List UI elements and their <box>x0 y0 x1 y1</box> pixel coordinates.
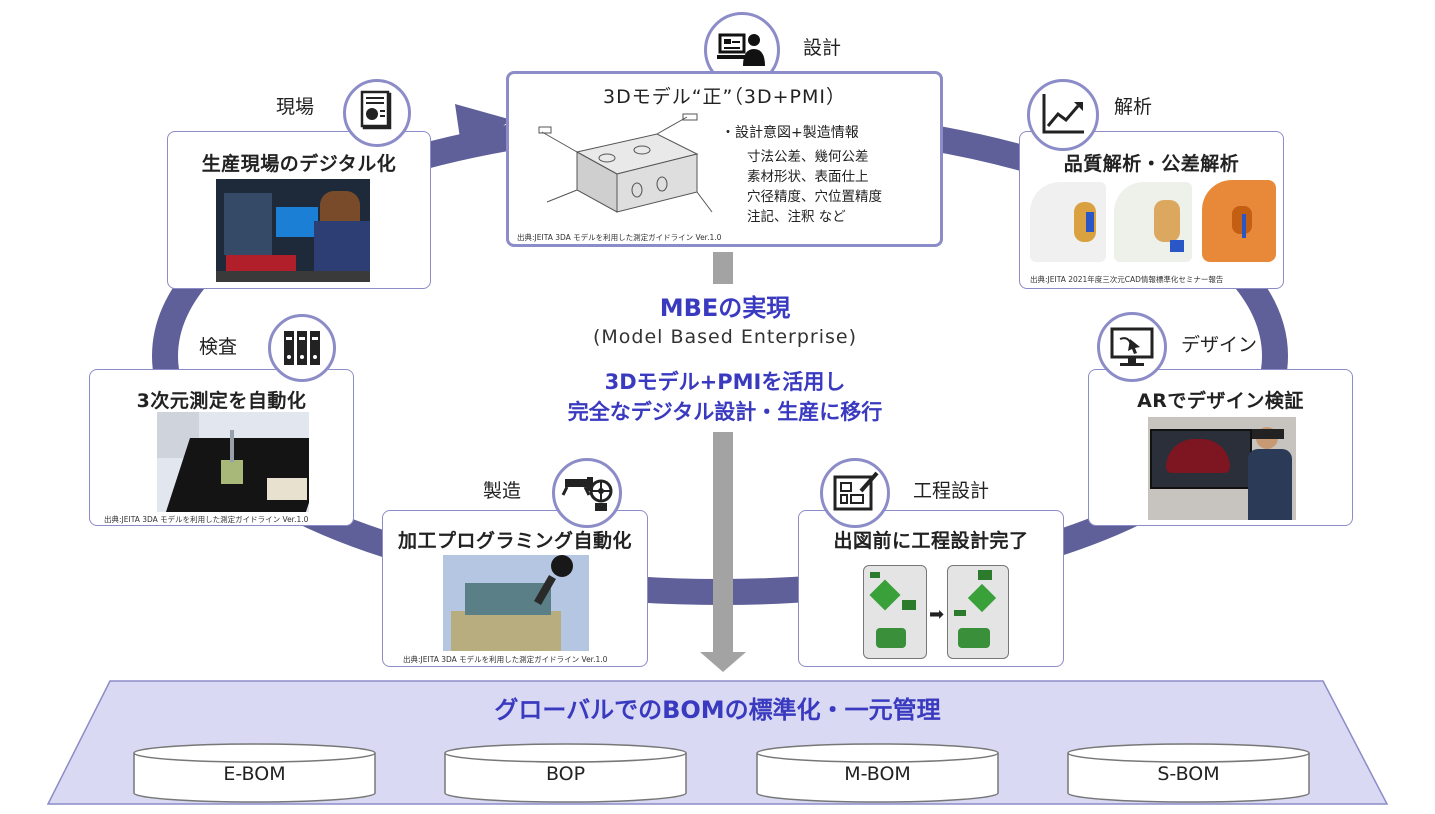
bom-title: グローバルでのBOMの標準化・一元管理 <box>494 696 941 724</box>
database-cylinder-icon <box>756 743 999 803</box>
bom-database-s-bom: S-BOM <box>1067 743 1310 803</box>
document-report-icon <box>360 90 392 130</box>
inspection-label: 検査 <box>199 336 238 358</box>
bom-label: M-BOM <box>844 763 911 785</box>
database-cylinder-icon <box>444 743 687 803</box>
design-ar-panel: ARでデザイン検証 <box>1088 369 1353 526</box>
design-bullet-line: 注記、注釈 など <box>747 209 846 225</box>
analysis-label: 解析 <box>1114 96 1153 118</box>
analysis-icon-badge <box>1027 79 1099 151</box>
analysis-result-image-1 <box>1030 182 1106 262</box>
center-arrow-shaft <box>713 432 733 652</box>
ar-design-review-photo <box>1148 417 1296 520</box>
manufacturing-icon-badge <box>552 458 622 528</box>
blueprint-pencil-icon <box>833 471 879 511</box>
designer-at-screen-icon <box>717 33 765 66</box>
ring-arrow-head <box>455 104 512 152</box>
design-ar-panel-title: ARでデザイン検証 <box>1137 390 1304 412</box>
bom-database-e-bom: E-BOM <box>133 743 376 803</box>
machining-simulation-image <box>443 555 589 651</box>
cad-part-drawing <box>538 113 713 213</box>
mbe-description-line2: 完全なデジタル設計・生産に移行 <box>567 400 883 424</box>
design-bullet-line: 寸法公差、幾何公差 <box>747 149 869 165</box>
process-icon-badge <box>820 458 890 528</box>
bom-label: E-BOM <box>223 763 286 785</box>
design-ar-icon-badge <box>1097 312 1167 382</box>
design-bullet-line: 穴径精度、穴位置精度 <box>747 189 882 205</box>
cmm-simulation-image <box>157 412 309 512</box>
binders-icon <box>284 331 320 365</box>
analysis-panel-title: 品質解析・公差解析 <box>1063 153 1240 175</box>
process-label: 工程設計 <box>913 480 990 502</box>
mbe-description-line1: 3Dモデル+PMIを活用し <box>604 370 846 394</box>
manufacturing-panel: 加工プログラミング自動化 出典:JEITA 3DA モデルを利用した測定ガイドラ… <box>382 510 648 667</box>
database-cylinder-icon <box>1067 743 1310 803</box>
arrow-right-icon: ➡ <box>929 604 945 625</box>
bom-database-bop: BOP <box>444 743 687 803</box>
process-panel-title: 出図前に工程設計完了 <box>833 530 1029 552</box>
inspection-icon-badge <box>268 314 336 382</box>
process-flow-before-image <box>863 565 927 659</box>
center-arrow-shaft-top <box>713 252 733 284</box>
design-bullet-head: ・設計意図+製造情報 <box>721 125 859 141</box>
database-cylinder-icon <box>133 743 376 803</box>
bom-label: BOP <box>545 763 586 785</box>
inspection-panel: 3次元測定を自動化 出典:JEITA 3DA モデルを利用した測定ガイドライン … <box>89 369 354 526</box>
field-panel: 生産現場のデジタル化 <box>167 131 431 289</box>
design-ar-label: デザイン <box>1181 334 1258 356</box>
trend-chart-icon <box>1042 94 1084 134</box>
analysis-result-image-3 <box>1202 180 1276 262</box>
robot-arm-icon <box>561 477 613 511</box>
field-label: 現場 <box>276 96 315 118</box>
center-arrow-head <box>700 652 746 672</box>
inspection-panel-title: 3次元測定を自動化 <box>136 390 307 412</box>
design-label: 設計 <box>803 37 842 59</box>
inspection-source: 出典:JEITA 3DA モデルを利用した測定ガイドライン Ver.1.0 <box>104 515 309 524</box>
mbe-subtitle: (Model Based Enterprise) <box>592 326 857 348</box>
bom-platform <box>46 680 1389 805</box>
design-bullet-line: 素材形状、表面仕上 <box>747 169 869 185</box>
manufacturing-panel-title: 加工プログラミング自動化 <box>397 530 632 552</box>
lab-worker-photo <box>216 179 370 282</box>
analysis-result-image-2 <box>1114 182 1192 262</box>
process-panel: 出図前に工程設計完了 ➡ <box>798 510 1064 667</box>
manufacturing-source: 出典:JEITA 3DA モデルを利用した測定ガイドライン Ver.1.0 <box>403 655 608 664</box>
monitor-cursor-icon <box>1110 327 1154 366</box>
field-icon-badge <box>343 79 411 147</box>
manufacturing-label: 製造 <box>483 480 522 502</box>
mbe-title: MBEの実現 <box>659 294 791 322</box>
bom-label: S-BOM <box>1157 763 1220 785</box>
design-source: 出典:JEITA 3DA モデルを利用した測定ガイドライン Ver.1.0 <box>517 233 722 242</box>
field-panel-title: 生産現場のデジタル化 <box>201 153 397 175</box>
bom-database-m-bom: M-BOM <box>756 743 999 803</box>
process-flow-after-image <box>947 565 1009 659</box>
analysis-panel: 品質解析・公差解析 出典:JEITA 2021年度三次元CAD情報標準化セミナー… <box>1019 131 1284 289</box>
design-panel: 3Dモデル“正”（3D+PMI） ・設計意図+製造情報 寸法公差、幾何公差 素材… <box>506 71 943 247</box>
analysis-source: 出典:JEITA 2021年度三次元CAD情報標準化セミナー報告 <box>1030 275 1224 284</box>
design-panel-title: 3Dモデル“正”（3D+PMI） <box>603 86 846 108</box>
